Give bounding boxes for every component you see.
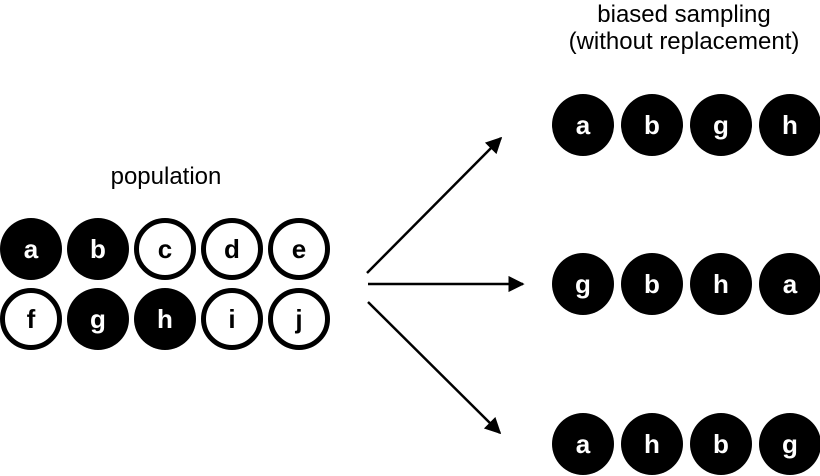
- circle-letter: b: [644, 268, 660, 299]
- diagram-title-line2: (without replacement): [568, 28, 800, 55]
- circle-letter: i: [228, 303, 236, 334]
- circle-letter: a: [575, 428, 591, 459]
- sample-1-circle-b: b: [621, 94, 683, 156]
- diagram-title: biased sampling (without replacement): [548, 1, 820, 55]
- circle-letter: c: [157, 233, 173, 264]
- sample-2-circle-h: h: [690, 253, 752, 315]
- circle-letter: g: [575, 268, 591, 299]
- population-circle-f: f: [0, 288, 62, 350]
- circle-letter: g: [90, 303, 106, 334]
- population-circle-i: i: [201, 288, 263, 350]
- arrow-to-sample-3: [367, 301, 502, 435]
- circle-letter: a: [575, 109, 591, 140]
- sample-1-circle-a: a: [552, 94, 614, 156]
- sample-1-circle-g: g: [690, 94, 752, 156]
- diagram-title-line1: biased sampling: [597, 1, 771, 28]
- sample-3-circle-h: h: [621, 413, 683, 475]
- circle-letter: h: [782, 109, 798, 140]
- population-circle-j: j: [268, 288, 330, 350]
- circle-letter: g: [782, 428, 798, 459]
- population-label: population: [110, 163, 222, 190]
- circle-letter: h: [157, 303, 173, 334]
- arrow-to-sample-1: [366, 136, 503, 274]
- sample-2-circle-g: g: [552, 253, 614, 315]
- sample-2-circle-b: b: [621, 253, 683, 315]
- sample-3-circle-g: g: [759, 413, 820, 475]
- circle-letter: h: [713, 268, 729, 299]
- circle-letter: h: [644, 428, 660, 459]
- population-circle-b: b: [67, 218, 129, 280]
- circle-letter: e: [291, 233, 307, 264]
- circle-letter: f: [26, 303, 36, 334]
- circle-letter: g: [713, 109, 729, 140]
- circle-letter: b: [644, 109, 660, 140]
- circle-letter: j: [295, 303, 303, 334]
- population-circle-c: c: [134, 218, 196, 280]
- sample-2-circle-a: a: [759, 253, 820, 315]
- circle-letter: d: [224, 233, 240, 264]
- circle-letter: a: [23, 233, 39, 264]
- population-circle-h: h: [134, 288, 196, 350]
- population-circle-e: e: [268, 218, 330, 280]
- circle-letter: b: [713, 428, 729, 459]
- circle-letter: a: [782, 268, 798, 299]
- sample-3-circle-b: b: [690, 413, 752, 475]
- population-circle-d: d: [201, 218, 263, 280]
- sample-1-circle-h: h: [759, 94, 820, 156]
- population-row-2: f g h i j: [0, 288, 330, 350]
- sample-3-circle-a: a: [552, 413, 614, 475]
- population-circle-a: a: [0, 218, 62, 280]
- population-row-1: a b c d e: [0, 218, 330, 280]
- circle-letter: b: [90, 233, 106, 264]
- population-circle-g: g: [67, 288, 129, 350]
